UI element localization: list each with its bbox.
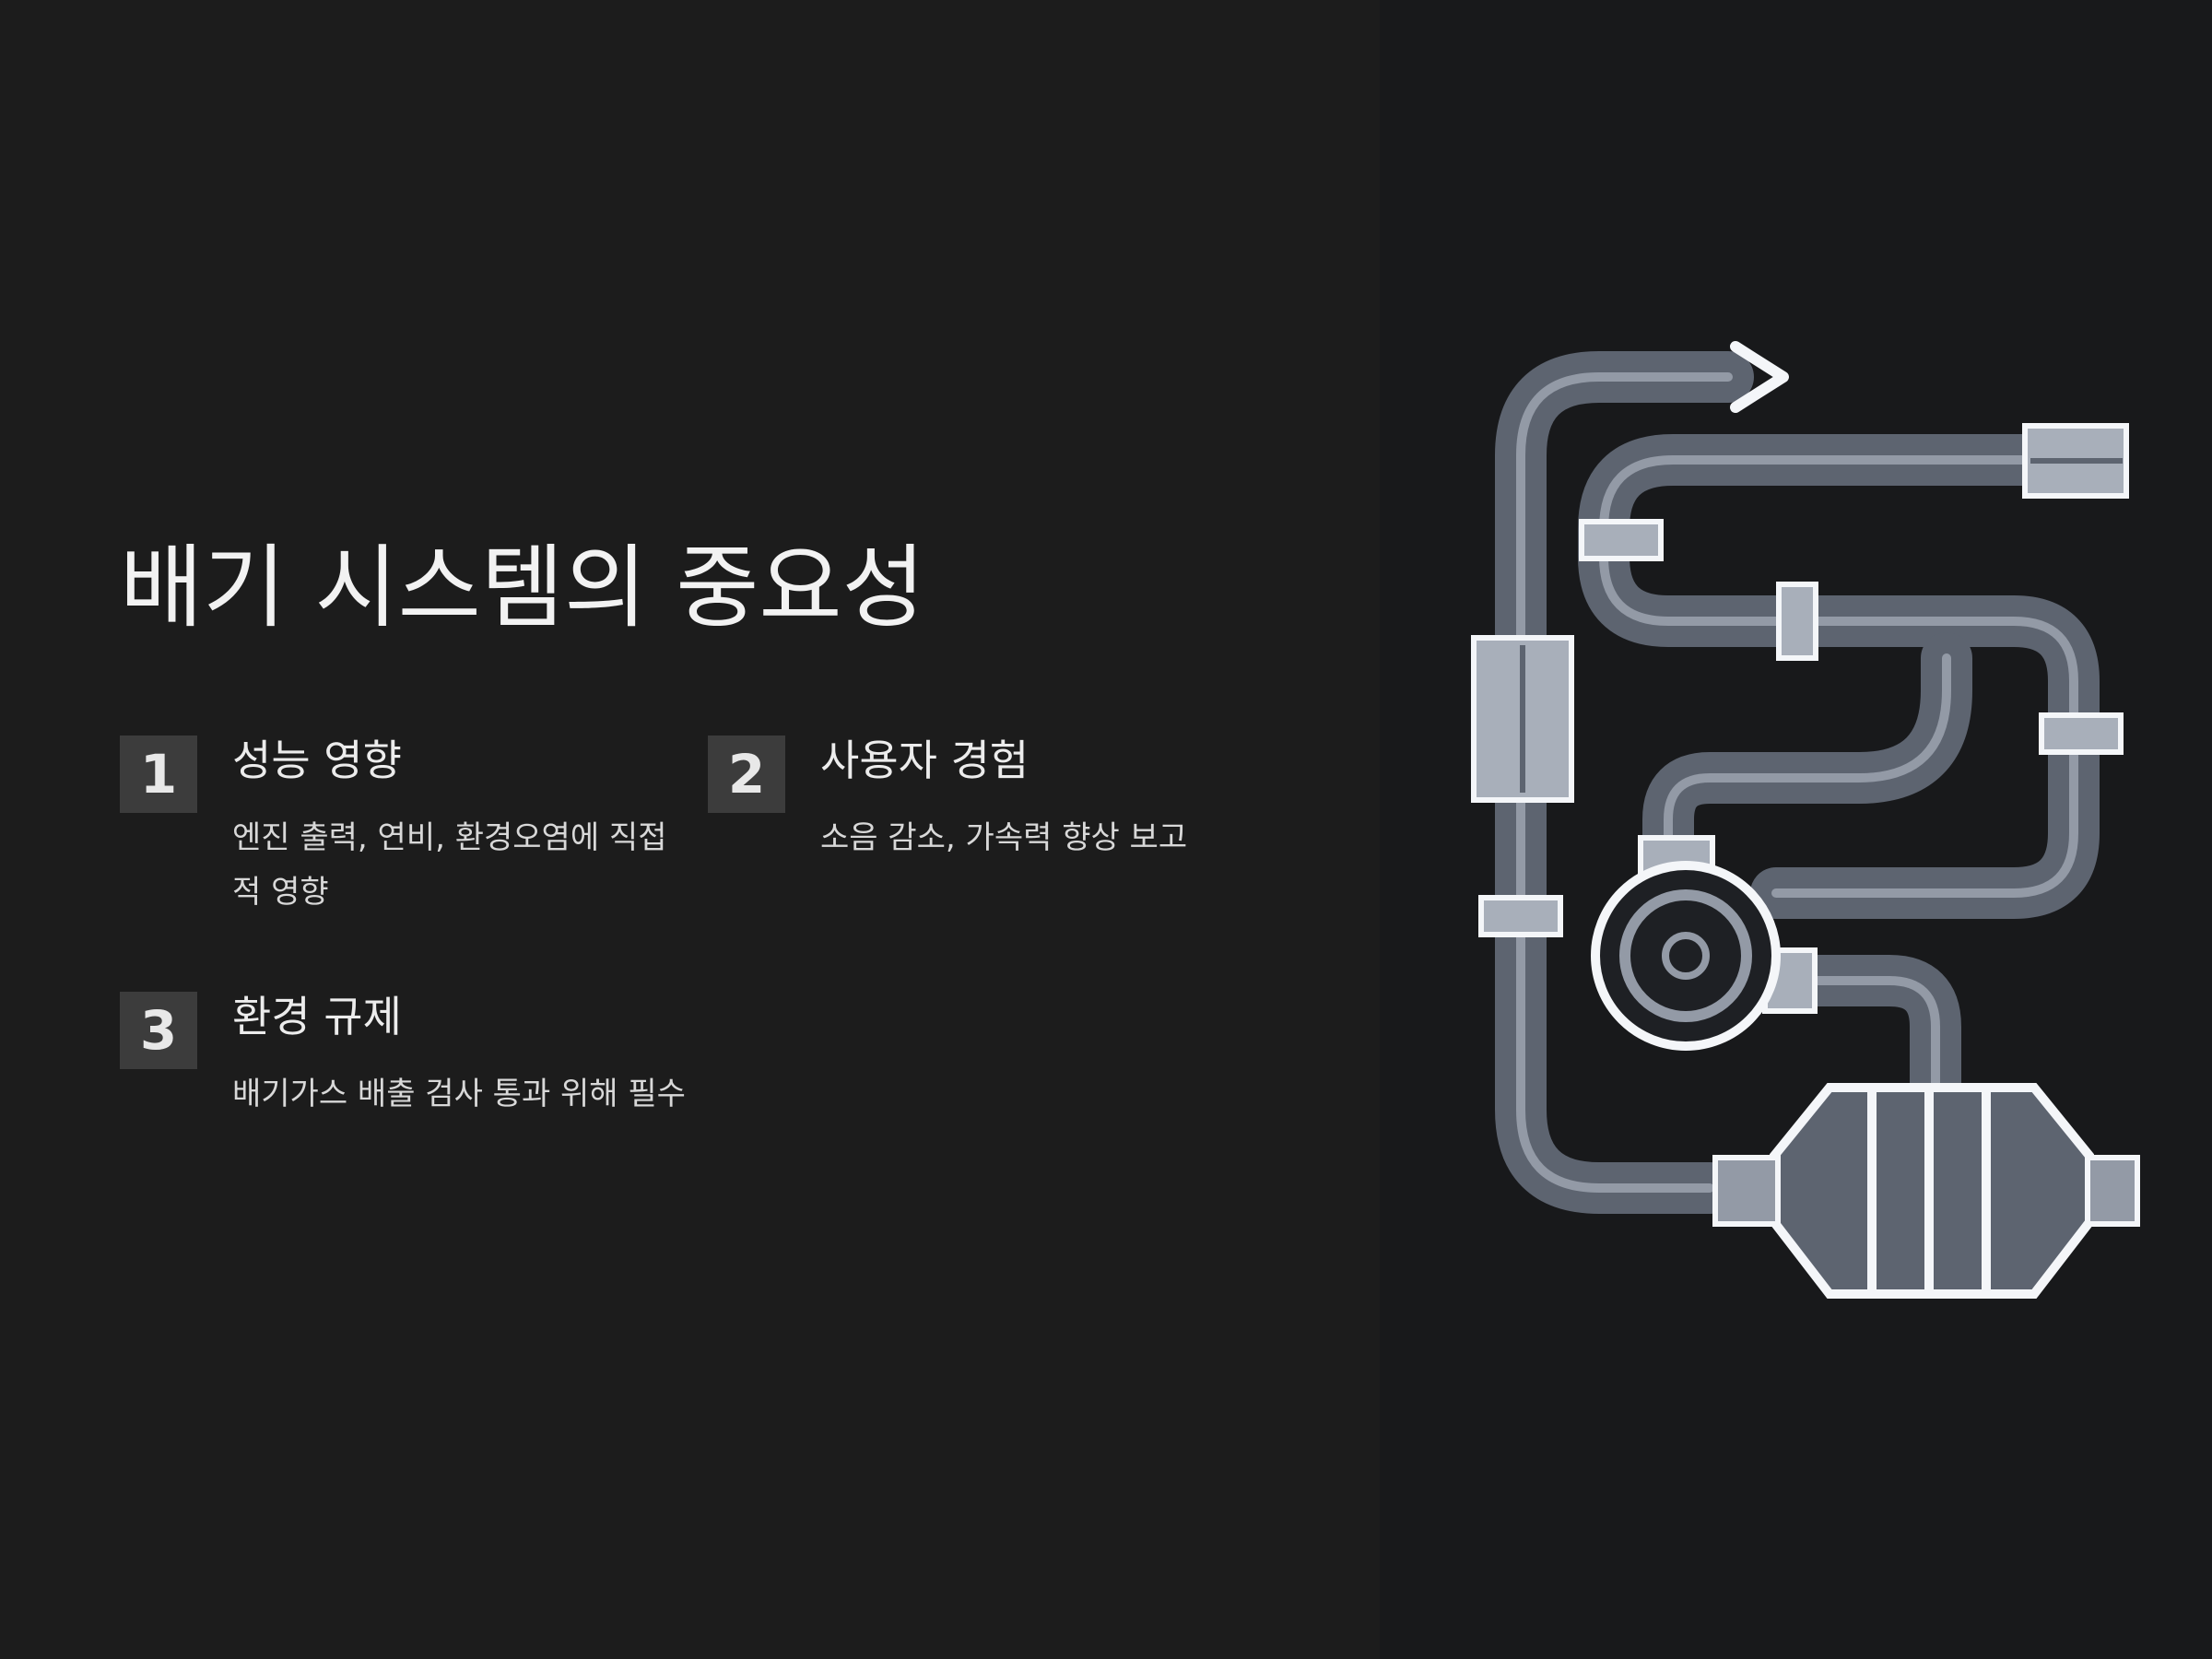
item-description: 배기가스 배출 검사 통과 위해 필수 [232,1076,686,1112]
slide-title: 배기 시스템의 중요성 [120,535,925,641]
item-heading: 사용자 경험 [820,735,1030,785]
item-description: 소음 감소, 가속력 향상 보고 [820,819,1188,856]
item-heading: 환경 규제 [232,992,402,1041]
item-number-badge: 2 [708,735,785,813]
item-number-badge: 3 [120,992,197,1069]
item-number-badge: 1 [120,735,197,813]
item-heading: 성능 영향 [232,735,402,785]
exhaust-system-illustration [1380,0,2212,1659]
item-description: 엔진 출력, 연비, 환경오염에 직접적 영향 [232,819,667,911]
exhaust-system-pipes-icon [1380,0,2212,1659]
